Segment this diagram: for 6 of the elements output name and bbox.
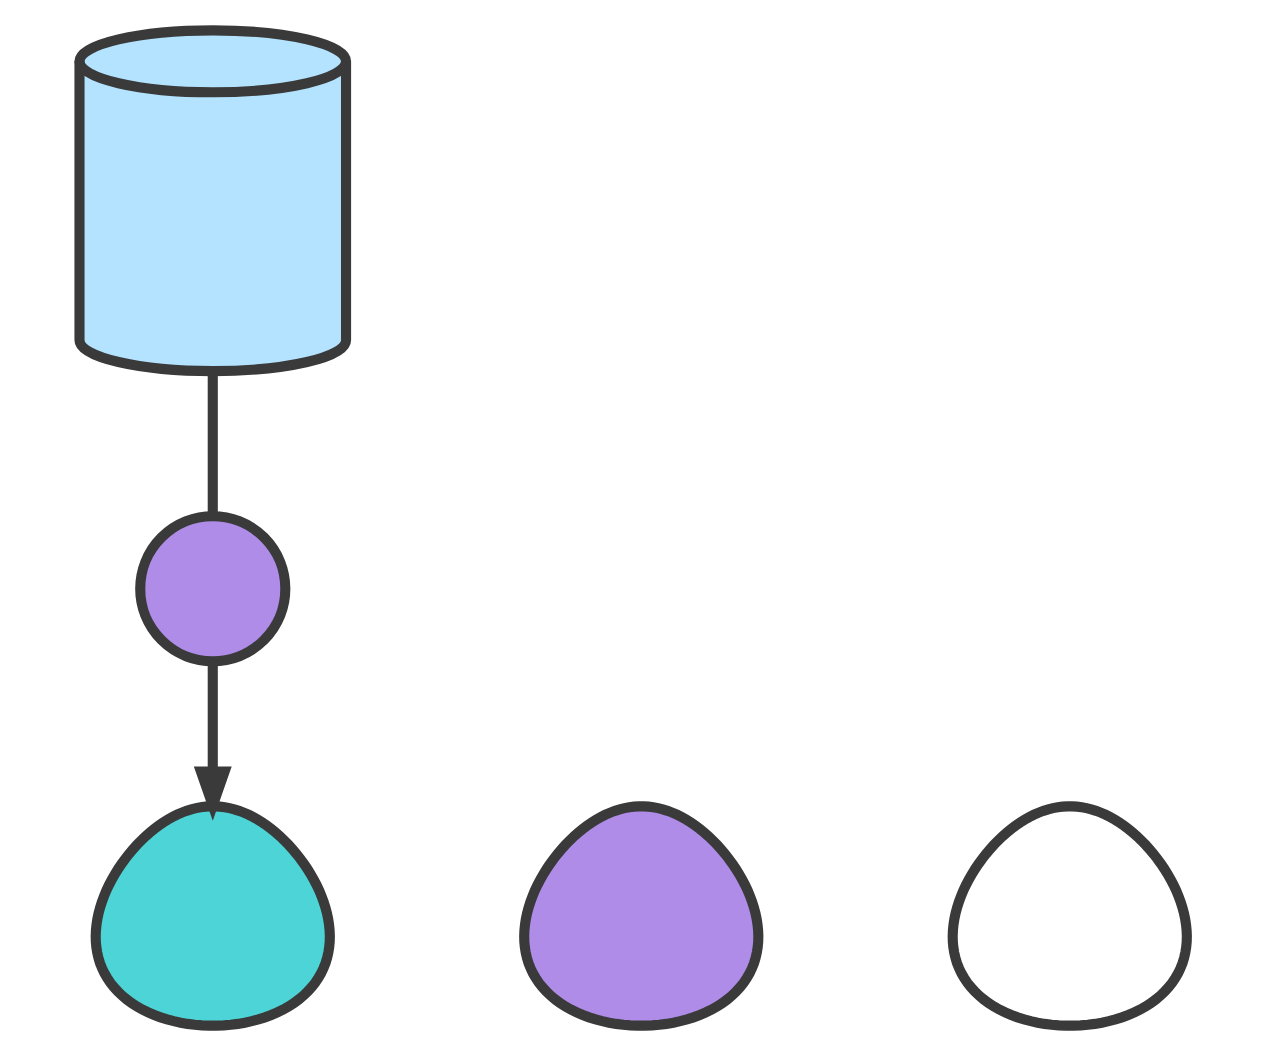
node-circle <box>134 511 290 667</box>
node-person <box>89 801 334 1031</box>
connector <box>206 371 217 516</box>
arrow <box>192 661 231 821</box>
node-person <box>946 801 1191 1031</box>
node-person <box>518 801 763 1031</box>
